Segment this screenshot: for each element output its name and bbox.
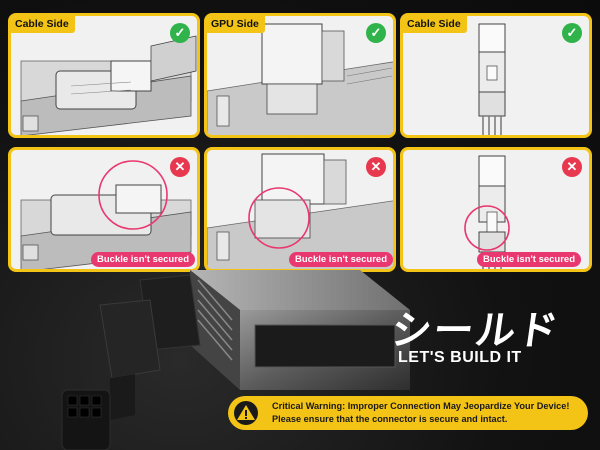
- error-icon: ✕: [562, 157, 582, 177]
- check-icon: ✓: [366, 23, 386, 43]
- panel-gpu-side-correct: GPU Side ✓: [204, 13, 396, 138]
- connector-front-unsecured-illustration: [464, 155, 510, 269]
- error-icon: ✕: [170, 157, 190, 177]
- warning-line-1: Critical Warning: Improper Connection Ma…: [272, 401, 570, 411]
- panel-cable-side-incorrect: ✕ Buckle isn't secured: [8, 147, 200, 272]
- brand-slogan: LET'S BUILD IT: [398, 349, 522, 366]
- check-icon: ✓: [562, 23, 582, 43]
- buckle-warning-label: Buckle isn't secured: [91, 252, 196, 267]
- warning-line-2: Please ensure that the connector is secu…: [272, 414, 508, 424]
- panel-label: Cable Side: [11, 16, 75, 33]
- buckle-warning-label: Buckle isn't secured: [477, 252, 582, 267]
- warning-text: Critical Warning: Improper Connection Ma…: [272, 400, 569, 426]
- connector-product-illustration: [61, 270, 410, 450]
- buckle-warning-label: Buckle isn't secured: [289, 252, 393, 267]
- warning-banner: Critical Warning: Improper Connection Ma…: [228, 396, 588, 430]
- brand-logo: シールド: [388, 308, 563, 354]
- cable-connector-illustration: [20, 35, 197, 135]
- panel-cable-side-front-correct: Cable Side ✓: [400, 13, 592, 138]
- panel-cable-side-front-incorrect: ✕ Buckle isn't secured: [400, 147, 592, 272]
- connector-guide-grid: Cable Side ✓ GPU Side ✓ Cable Side: [8, 13, 592, 273]
- connector-front-illustration: [478, 23, 506, 135]
- panel-label: GPU Side: [207, 16, 265, 33]
- panel-label: Cable Side: [403, 16, 467, 33]
- check-icon: ✓: [170, 23, 190, 43]
- gpu-connector-unsecured-illustration: [207, 153, 393, 269]
- gpu-connector-illustration: [207, 23, 393, 135]
- error-icon: ✕: [366, 157, 386, 177]
- panel-cable-side-correct: Cable Side ✓: [8, 13, 200, 138]
- panel-gpu-side-incorrect: ✕ Buckle isn't secured: [204, 147, 396, 272]
- warning-icon: [234, 401, 258, 425]
